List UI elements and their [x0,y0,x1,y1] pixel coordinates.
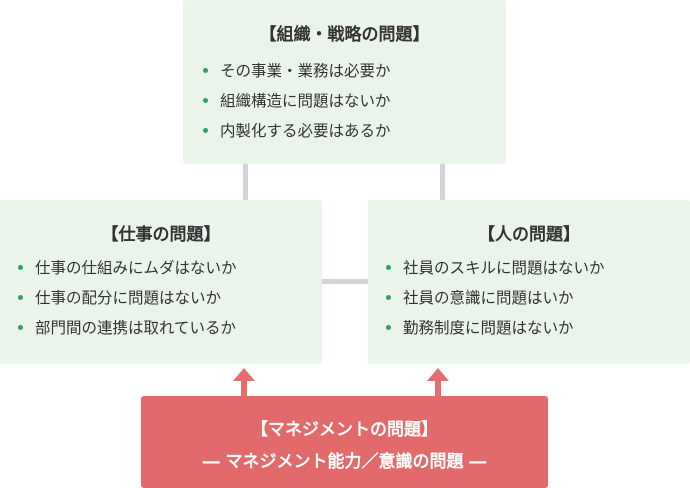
bullet-icon [18,295,23,300]
list-item-text: 部門間の連携は取れているか [35,319,237,337]
bullet-icon [203,98,208,103]
strategy-problem-list: その事業・業務は必要か 組織構造に問題はないか 内製化する必要はあるか [203,56,391,146]
list-item-text: 仕事の仕組みにムダはないか [35,259,237,277]
management-problem-subtitle: ― マネジメント能力／意識の問題 ― [202,452,487,472]
bullet-icon [18,265,23,270]
arrow-up-icon [427,368,449,398]
list-item: 仕事の配分に問題はないか [18,283,237,313]
management-problem-box: 【マネジメントの問題】 ― マネジメント能力／意識の問題 ― [141,396,548,488]
list-item-text: 勤務制度に問題はないか [403,319,574,337]
work-problem-box: 【仕事の問題】 仕事の仕組みにムダはないか 仕事の配分に問題はないか 部門間の連… [0,200,322,364]
bullet-icon [386,295,391,300]
list-item: 社員の意識に問題はいか [386,283,605,313]
list-item: 内製化する必要はあるか [203,116,391,146]
people-problem-list: 社員のスキルに問題はないか 社員の意識に問題はいか 勤務制度に問題はないか [386,253,605,343]
work-problem-title: 【仕事の問題】 [101,225,221,245]
management-problem-title: 【マネジメントの問題】 [251,420,438,440]
bullet-icon [18,325,23,330]
list-item: その事業・業務は必要か [203,56,391,86]
bullet-icon [386,265,391,270]
list-item: 社員のスキルに問題はないか [386,253,605,283]
arrow-head [233,368,255,381]
list-item-text: その事業・業務は必要か [220,62,391,80]
strategy-problem-title: 【組織・戦略の問題】 [259,25,430,45]
list-item-text: 仕事の配分に問題はないか [35,289,222,307]
list-item-text: 社員の意識に問題はいか [403,289,574,307]
list-item: 仕事の仕組みにムダはないか [18,253,237,283]
people-problem-title: 【人の問題】 [478,225,580,245]
bullet-icon [203,68,208,73]
connector-work-people [321,279,369,284]
list-item: 部門間の連携は取れているか [18,313,237,343]
arrow-head [427,368,449,381]
strategy-problem-box: 【組織・戦略の問題】 その事業・業務は必要か 組織構造に問題はないか 内製化する… [183,0,506,164]
list-item-text: 組織構造に問題はないか [220,92,391,110]
arrow-shaft [241,380,247,398]
connector-strategy-people [440,163,445,201]
connector-strategy-work [243,163,248,201]
list-item: 組織構造に問題はないか [203,86,391,116]
people-problem-box: 【人の問題】 社員のスキルに問題はないか 社員の意識に問題はいか 勤務制度に問題… [368,200,690,364]
arrow-up-icon [233,368,255,398]
list-item: 勤務制度に問題はないか [386,313,605,343]
arrow-shaft [435,380,441,398]
bullet-icon [203,128,208,133]
list-item-text: 社員のスキルに問題はないか [403,259,605,277]
work-problem-list: 仕事の仕組みにムダはないか 仕事の配分に問題はないか 部門間の連携は取れているか [18,253,237,343]
list-item-text: 内製化する必要はあるか [220,122,391,140]
bullet-icon [386,325,391,330]
